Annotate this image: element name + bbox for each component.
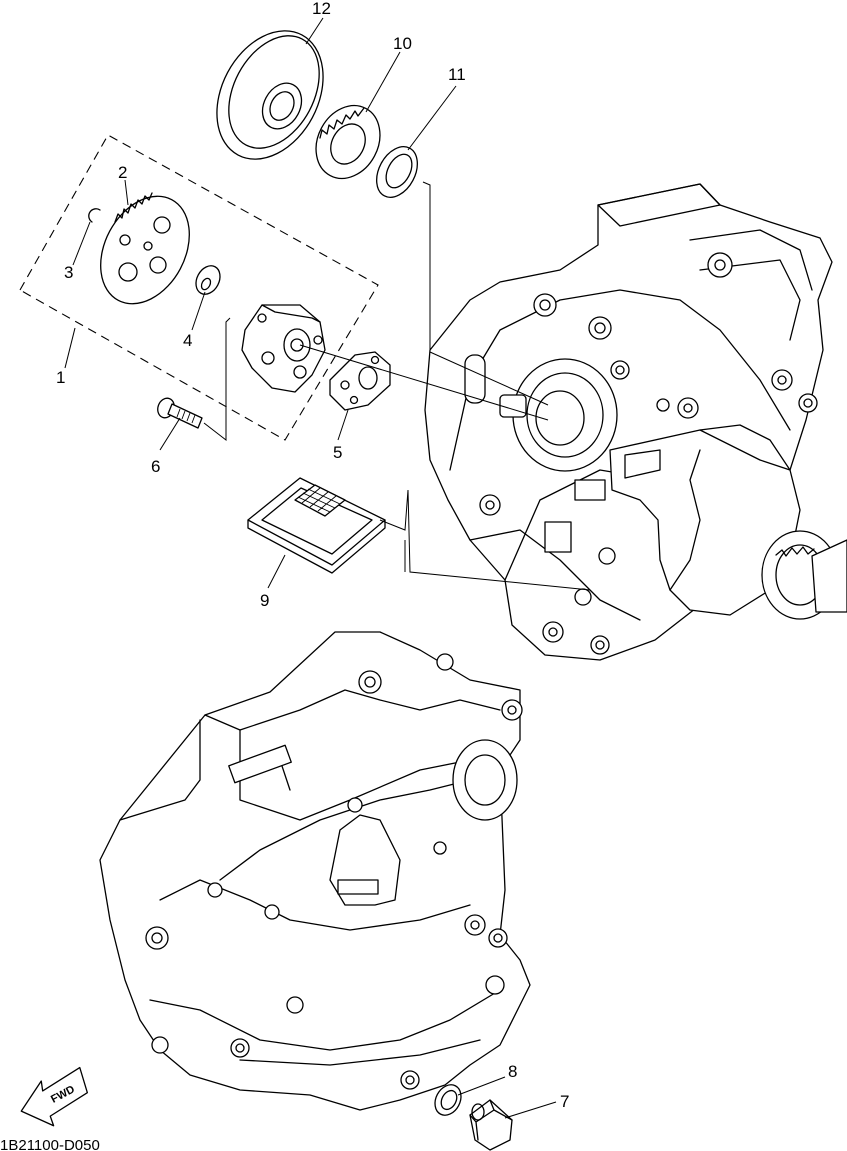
callout-1: 1: [56, 368, 65, 387]
fwd-arrow-icon: FWD: [20, 1066, 89, 1127]
callout-4: 4: [183, 331, 192, 350]
part-1-group-outline: [19, 134, 379, 441]
part-5-gasket: [329, 351, 391, 411]
part-2-rotor-gear: [100, 192, 190, 305]
part-8-drain-washer: [434, 1084, 462, 1116]
part-12-pump-cover: [216, 30, 324, 160]
callout-3: 3: [64, 263, 73, 282]
callout-8: 8: [508, 1062, 517, 1081]
part-10-gear: [315, 104, 381, 180]
assembly-lines: [203, 181, 591, 591]
part-9-oil-strainer: [247, 477, 386, 574]
part-7-drain-bolt: [469, 1099, 513, 1151]
part-6-bolt: [157, 397, 203, 429]
crankcase-right-half: [424, 183, 847, 661]
crankcase-left-half: [99, 631, 531, 1111]
part-3-circlip: [88, 208, 101, 223]
oil-pump-body: [241, 304, 326, 393]
callout-10: 10: [393, 34, 412, 53]
diagram-code: 1B21100-D050: [0, 1137, 100, 1151]
part-4-washer: [195, 265, 221, 295]
callout-2: 2: [118, 163, 127, 182]
callout-5: 5: [333, 443, 342, 462]
callout-11: 11: [448, 65, 466, 84]
callout-7: 7: [560, 1092, 569, 1111]
callout-12: 12: [312, 0, 331, 18]
leader-lines: [64, 17, 557, 1119]
callout-6: 6: [151, 457, 160, 476]
callout-9: 9: [260, 591, 269, 610]
